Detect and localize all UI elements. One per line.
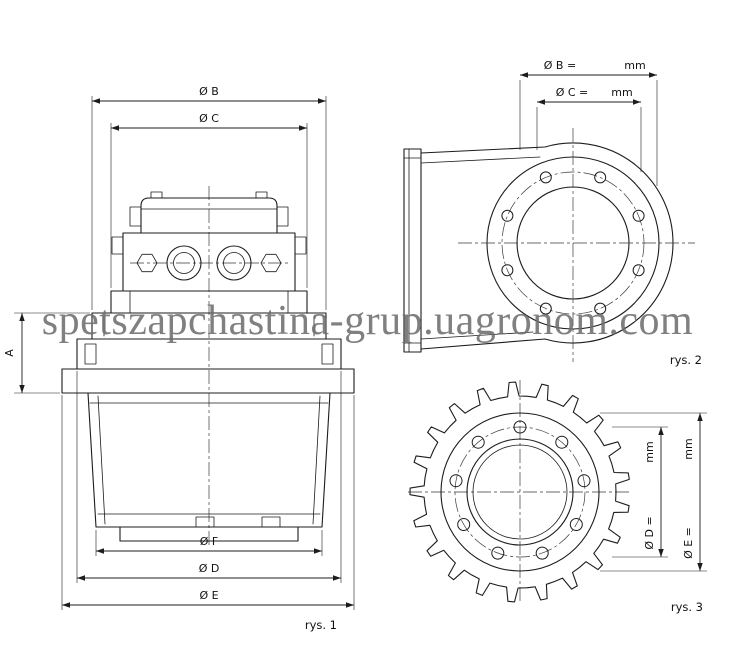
valve-tab-left: [111, 236, 124, 255]
side-bolt-holes: [501, 171, 645, 315]
bolt-hole: [449, 474, 463, 488]
sprocket-bolt-circle: [454, 426, 586, 558]
dim-b-side-unit: mm: [624, 59, 645, 72]
dim-d-sprocket-unit: mm: [643, 441, 656, 462]
cap-tab-left: [150, 191, 163, 199]
hex-plug-left: [136, 253, 158, 273]
fig1-caption: rys. 1: [305, 618, 337, 632]
mount-plate: [403, 148, 422, 353]
dim-e-sprocket-unit: mm: [682, 438, 695, 459]
motor-top-cap: [140, 197, 278, 234]
sprocket-teeth-outline: [409, 381, 630, 603]
dimension-e-sprocket: Ø E = mm: [600, 412, 707, 572]
dimension-c: Ø C: [110, 112, 308, 288]
dim-d-sprocket-label: Ø D =: [643, 516, 656, 549]
housing-outline: [420, 142, 674, 350]
cap-clip-right: [276, 206, 289, 227]
bolt-hole: [632, 209, 645, 222]
bolt-hole: [535, 546, 549, 560]
bolt-hole: [577, 474, 591, 488]
bottom-cover: [119, 526, 299, 542]
dimension-d: Ø D: [76, 371, 342, 583]
front-view: [61, 186, 355, 548]
dimension-e: Ø E: [61, 395, 355, 610]
bolt-hole: [569, 518, 583, 531]
dim-f-label: Ø F: [200, 535, 218, 548]
fig2-caption: rys. 2: [670, 353, 702, 367]
drain-plug-right: [261, 516, 281, 528]
valve-tab-right: [294, 236, 307, 255]
sprocket-bolt-holes: [449, 420, 591, 560]
fig3-caption: rys. 3: [671, 600, 703, 614]
bolt-hole: [594, 302, 607, 315]
hex-plug-right: [260, 253, 282, 273]
sprocket-bore-outer: [466, 438, 574, 546]
flange-plate-lower: [61, 368, 355, 394]
fig1-dimensions: Ø B Ø C A Ø F Ø D: [3, 85, 355, 632]
dim-c-label: Ø C: [199, 112, 219, 125]
bolt-hole: [539, 171, 552, 184]
port-right: [216, 245, 252, 281]
bolt-hole: [501, 264, 514, 277]
bolt-hole: [555, 435, 569, 449]
drain-plug-left: [195, 516, 215, 528]
fig3-dimensions: Ø D = mm Ø E = mm rys. 3: [600, 412, 707, 614]
bolt-hole: [632, 264, 645, 277]
dim-d-label: Ø D: [199, 562, 220, 575]
bolt-hole: [513, 420, 527, 434]
dim-c-side-unit: mm: [611, 86, 632, 99]
bolt-hole: [471, 435, 485, 449]
sprocket-flange-circle: [440, 412, 600, 572]
bolt-hole: [501, 209, 514, 222]
cap-clip-left: [129, 206, 142, 227]
dim-c-side-label: Ø C =: [556, 86, 589, 99]
dim-e-sprocket-label: Ø E =: [682, 527, 695, 559]
dimension-b-side: Ø B = mm: [519, 59, 658, 186]
bolt-hole: [539, 302, 552, 315]
dim-a-label: A: [3, 349, 16, 357]
bolt-hole: [457, 518, 471, 531]
dimension-a: A: [3, 312, 90, 394]
motor-housing: [87, 392, 331, 528]
dimension-f: Ø F: [95, 530, 323, 556]
port-left: [166, 245, 202, 281]
dim-b-side-label: Ø B =: [544, 59, 576, 72]
dimension-c-side: Ø C = mm: [536, 86, 642, 172]
fig2-dimensions: Ø B = mm Ø C = mm rys. 2: [519, 59, 702, 367]
sprocket-view: [408, 380, 632, 604]
dim-b-label: Ø B: [199, 85, 219, 98]
side-view: [403, 128, 695, 362]
dim-e-label: Ø E: [199, 589, 218, 602]
bolt-hole: [491, 546, 505, 560]
cap-tab-right: [255, 191, 268, 199]
bolt-hole: [594, 171, 607, 184]
dimension-b: Ø B: [91, 85, 327, 310]
dimension-d-sprocket: Ø D = mm: [612, 426, 668, 558]
sprocket-bore-inner: [472, 444, 568, 540]
